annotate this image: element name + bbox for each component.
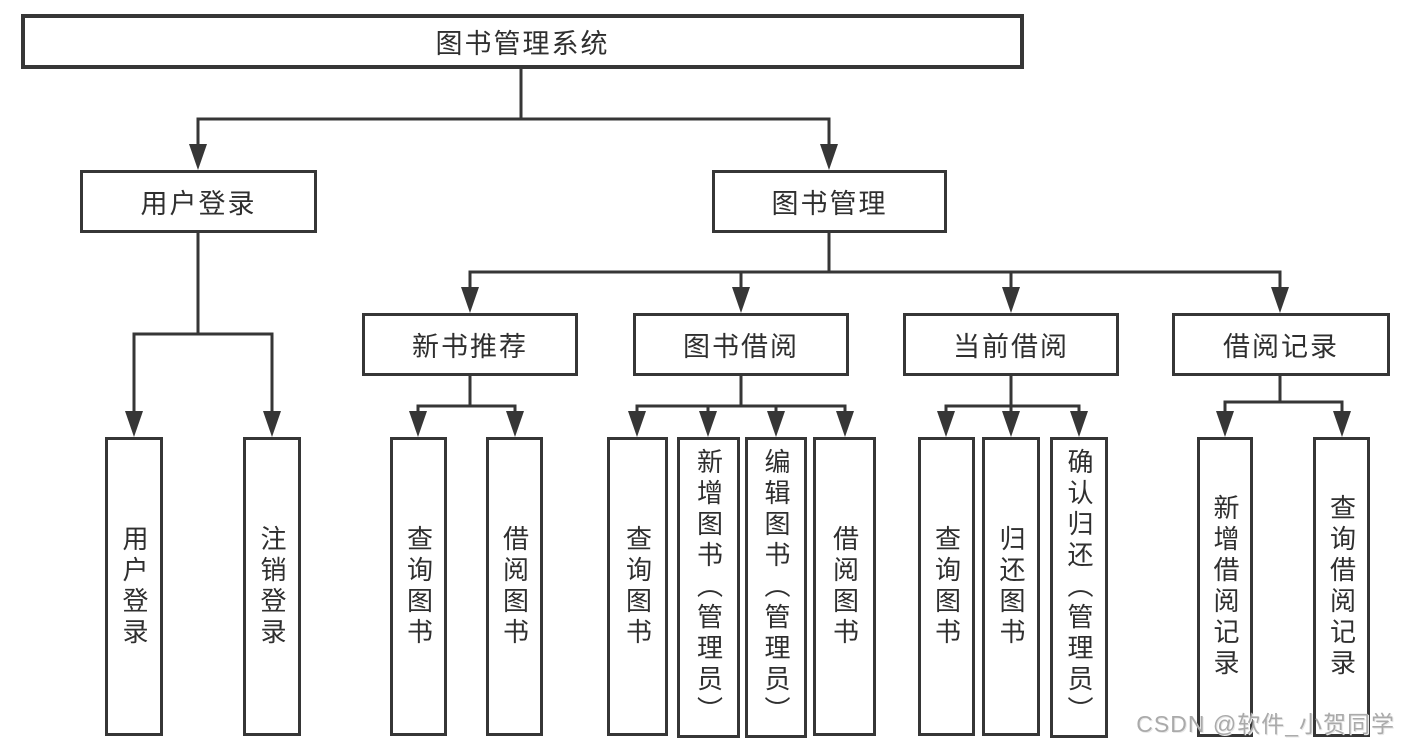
leaf-borrow-books-borrowing: 借阅图书 [813,437,876,736]
leaf-label: 注销登录 [257,524,287,649]
node-borrowing-records: 借阅记录 [1172,313,1390,376]
node-label: 新书推荐 [412,332,528,362]
leaf-logout: 注销登录 [243,437,301,736]
leaf-edit-book-admin: 编辑图书（管理员） [745,437,807,738]
node-new-book-recommend: 新书推荐 [362,313,578,376]
leaf-return-book: 归还图书 [982,437,1040,736]
leaf-borrow-books-recommend: 借阅图书 [486,437,543,736]
node-label: 图书管理 [771,189,888,219]
leaf-label: 查询图书 [931,524,962,649]
leaf-query-books-borrowing: 查询图书 [607,437,668,736]
leaf-label: 新增图书（管理员） [693,448,724,727]
leaf-label: 归还图书 [996,524,1026,649]
leaf-label: 查询借阅记录 [1326,494,1357,680]
leaf-add-book-admin: 新增图书（管理员） [677,437,740,738]
leaf-label: 借阅图书 [499,524,530,649]
node-book-borrowing: 图书借阅 [633,313,849,376]
node-user-login: 用户登录 [80,170,317,233]
node-label: 图书管理系统 [435,29,610,59]
csdn-watermark: CSDN @软件_小贺同学 [1136,711,1395,737]
leaf-label: 新增借阅记录 [1210,494,1240,680]
node-label: 图书借阅 [683,332,799,362]
node-current-borrowing: 当前借阅 [903,313,1119,376]
leaf-confirm-return-admin: 确认归还（管理员） [1050,437,1108,738]
leaf-label: 借阅图书 [829,524,860,649]
leaf-add-borrow-record: 新增借阅记录 [1197,437,1253,737]
leaf-query-books-current: 查询图书 [918,437,975,736]
leaf-label: 查询图书 [403,524,434,649]
node-label: 当前借阅 [953,332,1069,362]
node-label: 用户登录 [140,189,257,219]
node-library-management-system: 图书管理系统 [21,14,1024,69]
leaf-label: 用户登录 [119,524,149,649]
leaf-query-books-recommend: 查询图书 [390,437,447,736]
leaf-query-borrow-record: 查询借阅记录 [1313,437,1370,737]
node-book-management: 图书管理 [712,170,947,233]
leaf-label: 查询图书 [622,524,653,649]
node-label: 借阅记录 [1223,332,1339,362]
leaf-user-login: 用户登录 [105,437,163,736]
leaf-label: 确认归还（管理员） [1064,448,1094,727]
leaf-label: 编辑图书（管理员） [761,448,791,727]
